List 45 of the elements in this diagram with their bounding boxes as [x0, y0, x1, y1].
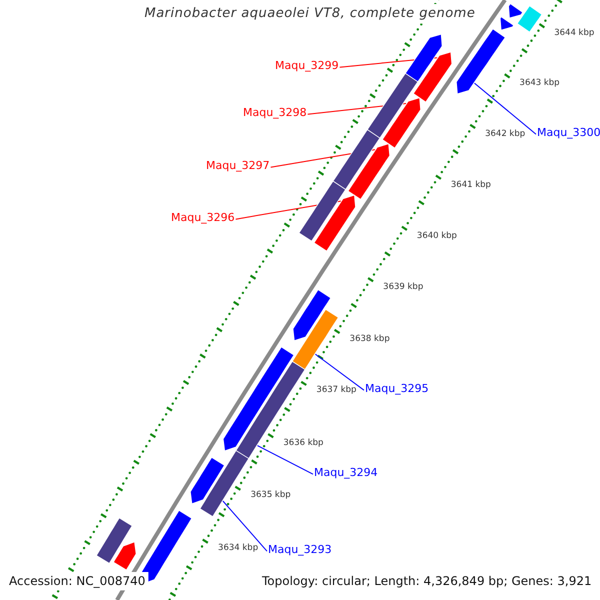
genome-info-text: Topology: circular; Length: 4,326,849 bp; Genes: 3,921 — [262, 574, 592, 588]
gene-label: Maqu_3299 — [275, 59, 339, 72]
leader-line — [314, 354, 364, 391]
gene-block — [96, 518, 133, 564]
gene-block — [332, 129, 380, 190]
gene-block — [412, 52, 452, 102]
accession-text: Accession: NC_008740 — [9, 574, 146, 588]
tick-label: 3637 kbp — [316, 385, 356, 396]
tick-label: 3634 kbp — [218, 543, 258, 554]
gene-block — [382, 97, 421, 148]
gene-label: Maqu_3294 — [314, 466, 378, 480]
tick-label: 3638 kbp — [350, 334, 390, 344]
gene-block — [200, 450, 250, 518]
gene-block — [366, 72, 418, 138]
gene-block — [298, 180, 346, 242]
tick-label: 3642 kbp — [485, 128, 526, 140]
tick-label: 3636 kbp — [283, 438, 324, 448]
leader-line — [222, 500, 268, 552]
tick-label: 3641 kbp — [450, 180, 491, 190]
tick-label: 3640 kbp — [416, 230, 457, 241]
gene-block — [404, 34, 442, 82]
gene-block — [292, 289, 332, 342]
gene-block — [292, 308, 339, 370]
tick-label: 3635 kbp — [250, 490, 291, 500]
gene-block — [113, 541, 136, 570]
gene-block — [236, 360, 306, 459]
leader-line — [474, 82, 536, 135]
gene-label: Maqu_3297 — [206, 159, 270, 172]
gene-block — [348, 143, 390, 200]
gene-label: Maqu_3298 — [243, 106, 307, 120]
gene-block — [190, 456, 225, 504]
gene-label: Maqu_3296 — [171, 211, 235, 224]
gene-label: Maqu_3293 — [268, 543, 332, 556]
tick-label: 3644 kbp — [554, 28, 594, 38]
tick-label: 3643 kbp — [520, 78, 560, 89]
gene-block — [500, 16, 514, 31]
gene-block — [314, 194, 356, 252]
gene-block — [456, 28, 506, 94]
leader-line — [256, 445, 314, 475]
gene-label: Maqu_3300 — [537, 126, 600, 140]
gene-label: Maqu_3295 — [365, 382, 429, 396]
diagram-title: Marinobacter aquaeolei VT8, complete genome — [144, 6, 476, 22]
tick-label: 3639 kbp — [383, 282, 424, 292]
gene-block — [516, 5, 542, 32]
gene-block — [508, 3, 524, 18]
